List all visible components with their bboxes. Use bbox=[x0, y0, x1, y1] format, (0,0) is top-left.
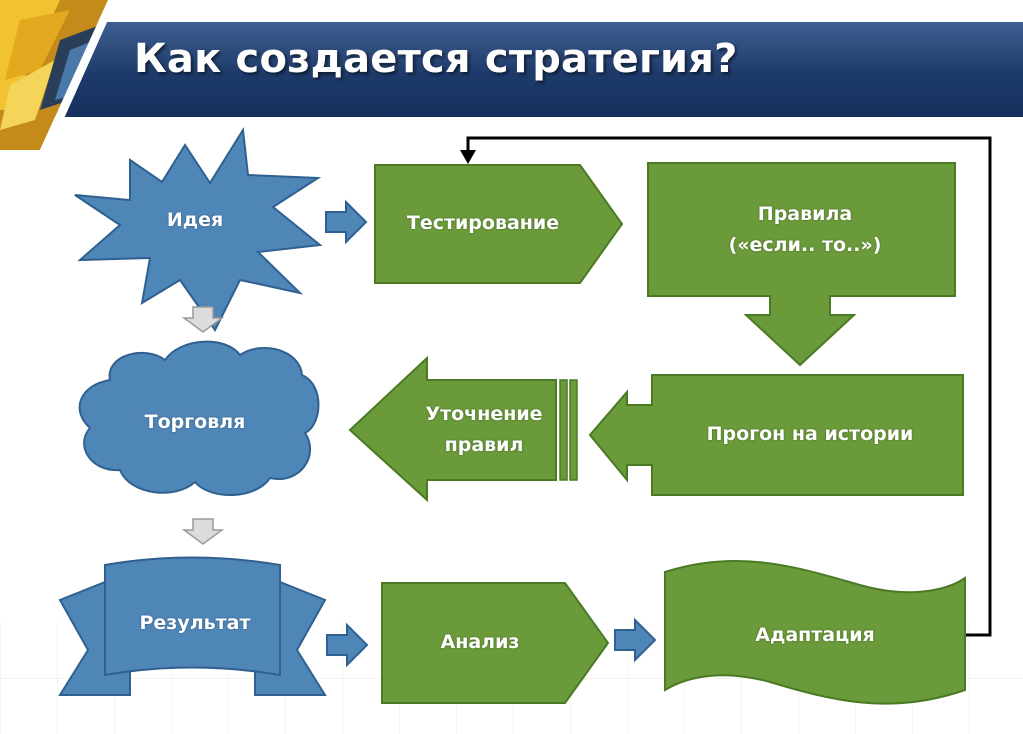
refine-shape bbox=[348, 355, 557, 503]
arrow-idea-trading bbox=[181, 306, 225, 333]
backtest-shape bbox=[588, 374, 964, 496]
analysis-shape bbox=[381, 582, 610, 704]
trading-shape bbox=[78, 340, 320, 496]
gold-bars-image bbox=[0, 0, 108, 150]
result-ribbon-body bbox=[104, 556, 281, 677]
rules-label: Правила («если.. то..») bbox=[660, 199, 950, 261]
arrow-analysis-adaptation bbox=[614, 617, 657, 663]
backtest-label: Прогон на истории bbox=[706, 423, 914, 445]
feedback-loop-line bbox=[466, 136, 992, 637]
adaptation-shape bbox=[664, 559, 966, 705]
analysis-label: Анализ bbox=[440, 631, 520, 653]
refine-label-line2: правил bbox=[444, 434, 524, 456]
adaptation-label: Адаптация bbox=[755, 624, 875, 646]
arrow-trading-result bbox=[181, 518, 225, 545]
feedback-loop-arrowhead bbox=[460, 150, 476, 164]
testing-label: Тестирование bbox=[406, 212, 560, 234]
result-label: Результат bbox=[139, 612, 251, 634]
arrow-result-analysis bbox=[326, 622, 369, 668]
title-band bbox=[0, 22, 1023, 117]
rules-label-line1: Правила bbox=[757, 203, 853, 225]
testing-shape bbox=[374, 164, 624, 284]
refine-stripe-2 bbox=[569, 379, 578, 481]
idea-shape bbox=[74, 127, 323, 332]
rules-label-line2: («если.. то..») bbox=[728, 234, 882, 256]
idea-label: Идея bbox=[166, 209, 224, 231]
refine-label: Уточнение правил bbox=[410, 399, 558, 461]
refine-stripe-1 bbox=[559, 379, 568, 481]
rules-shape bbox=[647, 162, 956, 367]
refine-label-line1: Уточнение bbox=[425, 403, 543, 425]
arrow-idea-testing bbox=[325, 199, 368, 245]
trading-label: Торговля bbox=[144, 411, 246, 433]
page-title: Как создается стратегия? bbox=[134, 36, 738, 82]
